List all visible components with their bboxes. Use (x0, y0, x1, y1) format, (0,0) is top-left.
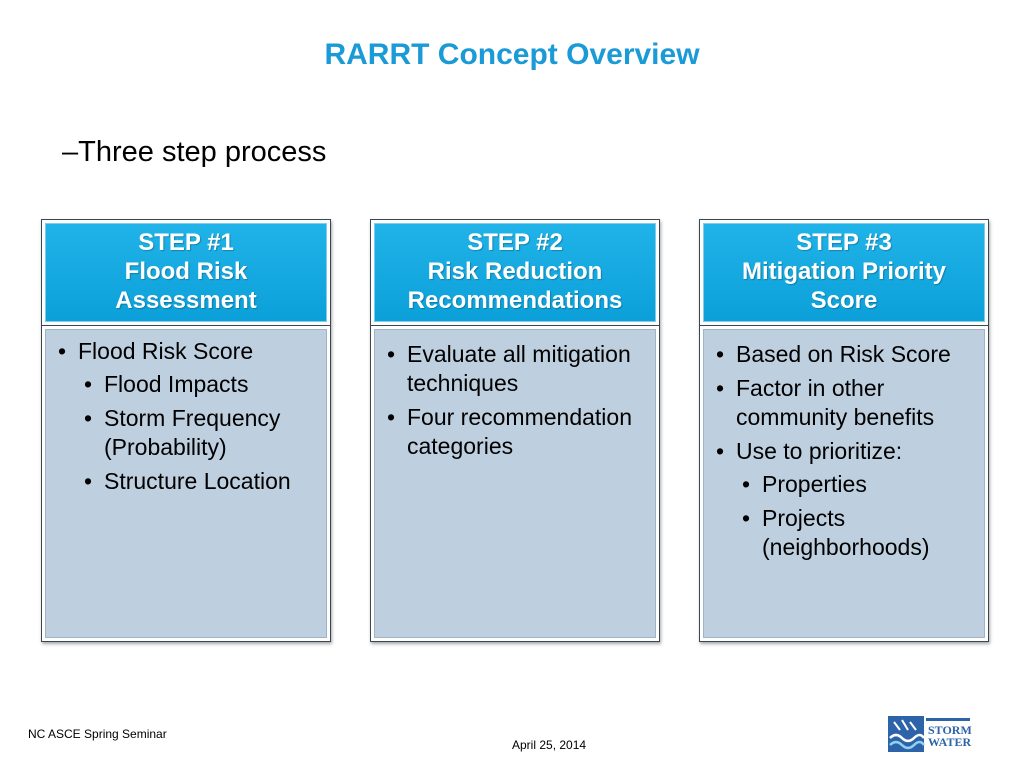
bullet-item: Four recommendation categories (381, 403, 649, 461)
bullet-item: Based on Risk Score (710, 340, 978, 369)
sub-bullet-item: Properties (736, 470, 978, 499)
step-2-bullet-list: Evaluate all mitigation techniques Four … (381, 340, 649, 461)
sub-bullet-list: Properties Projects (neighborhoods) (736, 470, 978, 562)
step-2-header-line: Risk Reduction (427, 258, 603, 285)
step-1-header: STEP #1 Flood Risk Assessment (42, 220, 330, 326)
step-3-bullet-list: Based on Risk Score Factor in other comm… (710, 340, 978, 562)
bullet-item: Flood Risk Score Flood Impacts Storm Fre… (52, 337, 320, 496)
step-3-header-line: STEP #3 (796, 229, 892, 256)
bullet-item: Factor in other community benefits (710, 374, 978, 432)
subtitle-dash: – (62, 136, 79, 168)
sub-bullet-item: Flood Impacts (78, 370, 320, 399)
footer-date: April 25, 2014 (512, 738, 587, 752)
step-1-header-line: Assessment (115, 287, 257, 314)
step-3-header-line: Score (810, 287, 878, 314)
footer-seminar: NC ASCE Spring Seminar (28, 727, 167, 741)
logo-text-line: WATER (928, 735, 971, 749)
sub-bullet-item: Structure Location (78, 467, 320, 496)
bullet-item: Evaluate all mitigation techniques (381, 340, 649, 398)
sub-bullet-list: Flood Impacts Storm Frequency (Probabili… (78, 370, 320, 496)
slide-subtitle: –Three step process (62, 136, 326, 169)
step-3-card: STEP #3 Mitigation Priority Score Based … (699, 219, 989, 642)
step-2-header-line: Recommendations (407, 287, 623, 314)
step-2-body: Evaluate all mitigation techniques Four … (371, 326, 659, 641)
step-3-header-line: Mitigation Priority (742, 258, 946, 285)
step-2-card: STEP #2 Risk Reduction Recommendations E… (370, 219, 660, 642)
step-2-header: STEP #2 Risk Reduction Recommendations (371, 220, 659, 326)
logo-text-line: STORM (928, 723, 972, 737)
step-3-header: STEP #3 Mitigation Priority Score (700, 220, 988, 326)
storm-water-logo-icon: STORM WATER (888, 716, 972, 752)
slide-title: RARRT Concept Overview (324, 38, 700, 71)
step-1-header-line: Flood Risk (124, 258, 248, 285)
step-1-body: Flood Risk Score Flood Impacts Storm Fre… (42, 326, 330, 641)
step-2-header-line: STEP #2 (467, 229, 563, 256)
subtitle-text: Three step process (78, 136, 327, 168)
step-1-header-line: STEP #1 (138, 229, 234, 256)
sub-bullet-item: Storm Frequency (Probability) (78, 404, 320, 462)
step-1-bullet-list: Flood Risk Score Flood Impacts Storm Fre… (52, 337, 320, 496)
sub-bullet-item: Projects (neighborhoods) (736, 504, 978, 562)
step-3-body: Based on Risk Score Factor in other comm… (700, 326, 988, 641)
step-1-card: STEP #1 Flood Risk Assessment Flood Risk… (41, 219, 331, 642)
bullet-item: Use to prioritize: Properties Projects (… (710, 437, 978, 562)
